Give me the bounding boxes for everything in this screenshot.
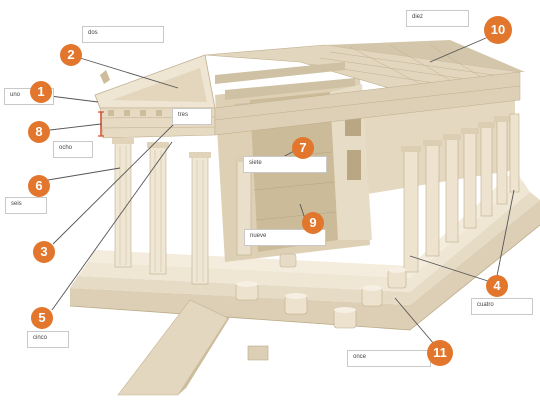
side-columns (401, 113, 520, 273)
label-ocho[interactable]: ocho (53, 141, 93, 158)
marker-9: 9 (302, 212, 324, 234)
label-nueve[interactable]: nueve (244, 229, 326, 246)
label-once[interactable]: once (347, 350, 431, 367)
marker-8: 8 (28, 121, 50, 143)
marker-3: 3 (33, 241, 55, 263)
marker-5: 5 (31, 307, 53, 329)
label-cinco[interactable]: cinco (27, 331, 69, 348)
marker-7: 7 (292, 137, 314, 159)
front-ramp (117, 299, 229, 396)
column-drums (235, 253, 407, 329)
label-diez[interactable]: diez (406, 10, 469, 27)
marker-4: 4 (486, 275, 508, 297)
label-tres[interactable]: tres (172, 108, 212, 125)
marker-2: 2 (60, 44, 82, 66)
marker-10: 10 (484, 16, 512, 44)
leader-lines (47, 37, 515, 345)
marker-11: 11 (427, 340, 453, 366)
label-seis[interactable]: seis (5, 197, 47, 214)
marker-1: 1 (30, 81, 52, 103)
marker-6: 6 (28, 175, 50, 197)
label-siete[interactable]: siete (243, 156, 327, 173)
label-cuatro[interactable]: cuatro (471, 298, 533, 315)
label-dos[interactable]: dos (82, 26, 164, 43)
